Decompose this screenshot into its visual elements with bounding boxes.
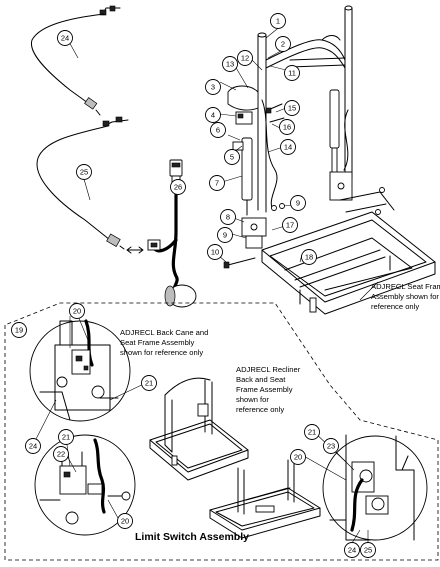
callout-1: 1 [270, 13, 286, 29]
cable-25-drawing [36, 116, 129, 250]
harness-26-drawing [147, 159, 197, 308]
svg-text:20: 20 [73, 307, 81, 316]
svg-text:reference only: reference only [371, 302, 419, 311]
note-back-cane: ADJRECL Back Cane and Seat Frame Assembl… [120, 328, 208, 357]
callout-20b: 20 [117, 513, 133, 529]
svg-text:15: 15 [288, 104, 296, 113]
svg-text:6: 6 [216, 126, 220, 135]
svg-text:Frame Assembly: Frame Assembly [236, 385, 293, 394]
callout-14: 14 [280, 139, 296, 155]
svg-text:20: 20 [121, 517, 129, 526]
callout-20a: 20 [69, 303, 85, 319]
svg-text:9: 9 [296, 199, 300, 208]
callout-2: 2 [275, 36, 291, 52]
svg-text:24: 24 [29, 442, 37, 451]
svg-text:24: 24 [61, 34, 69, 43]
callout-15: 15 [284, 100, 300, 116]
callout-12: 12 [237, 50, 253, 66]
note-recliner: ADJRECL Recliner Back and Seat Frame Ass… [236, 365, 301, 414]
svg-text:16: 16 [283, 123, 291, 132]
callout-21b: 21 [58, 429, 74, 445]
svg-text:25: 25 [80, 168, 88, 177]
inset-chair-lower [209, 459, 321, 539]
svg-text:3: 3 [211, 83, 215, 92]
callout-20c: 20 [290, 449, 306, 465]
svg-text:14: 14 [284, 143, 292, 152]
svg-text:Back and Seat: Back and Seat [236, 375, 286, 384]
callout-21c: 21 [304, 424, 320, 440]
svg-text:9: 9 [223, 231, 227, 240]
callout-22: 22 [53, 446, 69, 462]
svg-text:2: 2 [281, 40, 285, 49]
callout-13: 13 [222, 56, 238, 72]
callout-10: 10 [207, 244, 223, 260]
svg-text:Seat Frame Assembly: Seat Frame Assembly [120, 338, 194, 347]
callout-18: 18 [301, 249, 317, 265]
callout-11: 11 [284, 65, 300, 81]
connection-arrow [126, 246, 144, 254]
svg-text:ADJRECL Seat Frame: ADJRECL Seat Frame [371, 282, 440, 291]
callout-4: 4 [205, 107, 221, 123]
callout-8: 8 [220, 209, 236, 225]
inset-title: Limit Switch Assembly [135, 531, 249, 543]
svg-text:24: 24 [348, 546, 356, 555]
callout-25a: 25 [76, 164, 92, 180]
svg-text:10: 10 [211, 248, 219, 257]
svg-text:21: 21 [62, 433, 70, 442]
inset-chair-upper [149, 377, 249, 481]
callout-9b: 9 [217, 227, 233, 243]
svg-text:11: 11 [288, 69, 296, 78]
callout-16: 16 [279, 119, 295, 135]
callout-25b: 25 [360, 542, 376, 558]
svg-text:25: 25 [364, 546, 372, 555]
callout-24b: 24 [25, 438, 41, 454]
callout-26: 26 [170, 179, 186, 195]
svg-text:21: 21 [145, 379, 153, 388]
callout-5: 5 [224, 149, 240, 165]
svg-text:7: 7 [215, 179, 219, 188]
note-seat-frame: ADJRECL Seat Frame Assembly shown for re… [371, 282, 440, 311]
svg-text:20: 20 [294, 453, 302, 462]
svg-text:26: 26 [174, 183, 182, 192]
svg-text:reference only: reference only [236, 405, 284, 414]
inset-border [4, 302, 439, 561]
callout-24c: 24 [344, 542, 360, 558]
detail-circle-top-left [29, 319, 131, 422]
callout-24a: 24 [57, 30, 73, 46]
callout-6: 6 [210, 122, 226, 138]
svg-text:12: 12 [241, 54, 249, 63]
cable-24-drawing [30, 5, 121, 116]
callout-17: 17 [282, 217, 298, 233]
svg-text:shown for reference only: shown for reference only [120, 348, 203, 357]
svg-text:ADJRECL Back Cane and: ADJRECL Back Cane and [120, 328, 208, 337]
svg-text:Assembly shown for: Assembly shown for [371, 292, 439, 301]
svg-text:18: 18 [305, 253, 313, 262]
svg-text:shown for: shown for [236, 395, 269, 404]
svg-text:1: 1 [276, 17, 280, 26]
svg-text:5: 5 [230, 153, 234, 162]
svg-text:21: 21 [308, 428, 316, 437]
main-assembly-drawing [223, 5, 436, 315]
svg-text:4: 4 [211, 111, 215, 120]
callout-7: 7 [209, 175, 225, 191]
svg-text:22: 22 [57, 450, 65, 459]
svg-text:23: 23 [327, 442, 335, 451]
callout-21a: 21 [141, 375, 157, 391]
svg-text:13: 13 [226, 60, 234, 69]
callout-3: 3 [205, 79, 221, 95]
svg-text:ADJRECL Recliner: ADJRECL Recliner [236, 365, 301, 374]
detail-circle-right [322, 434, 428, 541]
svg-text:17: 17 [286, 221, 294, 230]
callout-23: 23 [323, 438, 339, 454]
callout-9a: 9 [290, 195, 306, 211]
svg-text:19: 19 [15, 326, 23, 335]
svg-text:8: 8 [226, 213, 230, 222]
callout-19: 19 [11, 322, 27, 338]
